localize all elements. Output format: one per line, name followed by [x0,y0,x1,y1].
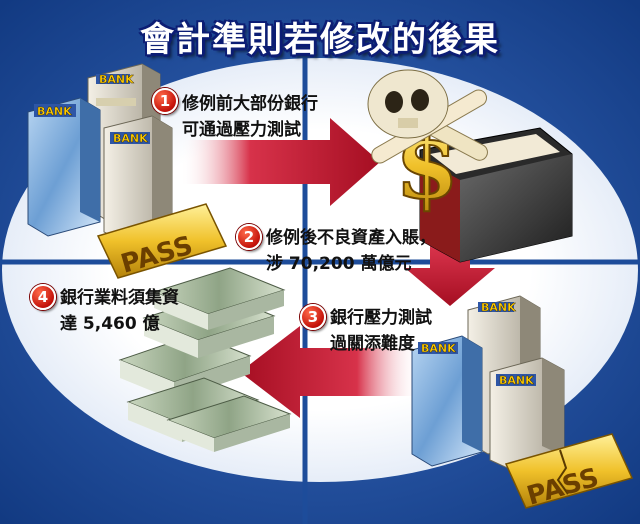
cash-stack-icon [118,267,292,452]
bank-sign-6: BANK [499,374,534,387]
step-3-line-1: 銀行壓力測試 [330,308,432,328]
bank-sign-5: BANK [421,342,456,355]
step-1-line-2: 可通過壓力測試 [182,120,301,140]
arrow-right [180,118,380,206]
step-3-badge: 3 [300,304,326,330]
bank-sign-3: BANK [99,73,134,86]
arrow-down [405,210,495,306]
step-4-badge: 4 [30,284,56,310]
pass-plaque-bottom: PASS [504,433,634,512]
step-1-badge: 1 [152,88,178,114]
step-4-line-1: 銀行業料須集資 [60,288,179,308]
step-2-badge: 2 [236,224,262,250]
step-1-line-1: 修例前大部份銀行 [182,94,318,114]
bank-group-bottom-right: BANK BANK BANK [411,295,565,471]
bank-sign-2: BANK [113,132,148,145]
bank-group-top-left: BANK BANK BANK [27,63,173,243]
skull-ledger-group: $ [367,69,573,263]
step-4-line-2: 達 5,460 億 [60,314,160,334]
page-title: 會計準則若修改的後果 [140,20,500,60]
step-2-line-1: 修例後不良資產入賬， [266,228,436,248]
step-2-line-2: 涉 70,200 萬億元 [266,254,412,274]
skull-and-bones-icon [367,69,449,139]
bank-sign-4: BANK [481,301,516,314]
bank-sign-1: BANK [37,105,72,118]
step-3-line-2: 過關添難度 [330,334,415,354]
arrow-left [240,326,420,418]
